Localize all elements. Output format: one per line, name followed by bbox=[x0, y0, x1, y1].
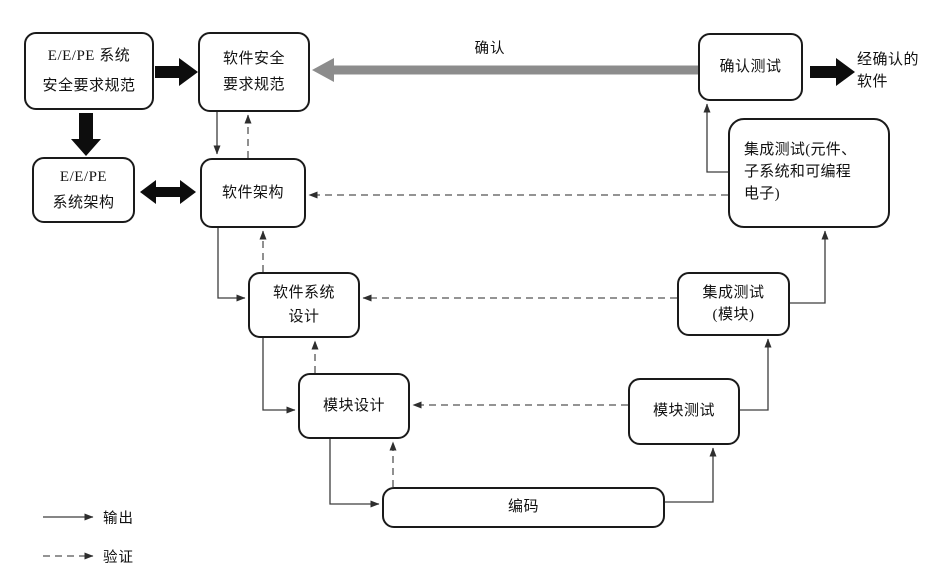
box-integration-test-module: 集成测试 (模块) bbox=[677, 272, 790, 336]
box-label: 集成测试 bbox=[702, 284, 765, 301]
box-label: 编码 bbox=[507, 499, 539, 516]
box-sys-safety-requirements: E/E/PE 系统 安全要求规范 bbox=[24, 32, 154, 110]
connector-moduletest-to-integrationmodule bbox=[740, 338, 772, 411]
validated-software-line: 经确认的 bbox=[857, 52, 920, 68]
box-label: E/E/PE 系统 bbox=[47, 48, 131, 64]
block-arrow-validationtest-to-software bbox=[810, 58, 855, 86]
box-label: 设计 bbox=[288, 309, 320, 325]
box-integration-test-pe: 集成测试(元件、 子系统和可编程 电子) bbox=[728, 118, 890, 228]
box-label: 确认测试 bbox=[719, 58, 782, 75]
box-sw-architecture: 软件架构 bbox=[200, 158, 306, 228]
box-module-design: 模块设计 bbox=[298, 373, 410, 439]
box-label: 要求规范 bbox=[222, 77, 285, 93]
box-coding: 编码 bbox=[382, 487, 665, 528]
box-label: 安全要求规范 bbox=[42, 78, 136, 94]
legend-output-label: 输出 bbox=[103, 511, 134, 527]
validated-software-text: 经确认的 软件 bbox=[857, 50, 919, 94]
block-arrow-syssrs-to-swsrs bbox=[155, 58, 198, 86]
connector-integrationpe-to-validationtest bbox=[703, 103, 728, 173]
connector-integrationmodule-to-integrationpe bbox=[790, 230, 829, 304]
connector-swarch-to-swsysdesign bbox=[217, 228, 246, 302]
box-validation-test: 确认测试 bbox=[698, 33, 803, 101]
legend-verification-label: 验证 bbox=[103, 550, 134, 566]
connector-coding-to-moduletest bbox=[665, 447, 717, 503]
box-label: 软件架构 bbox=[221, 184, 284, 201]
connector-swsysdesign-to-moduledesign bbox=[262, 338, 296, 414]
connector-moduledesign-to-coding bbox=[329, 439, 380, 508]
box-module-test: 模块测试 bbox=[628, 378, 740, 445]
box-label: 电子) bbox=[744, 185, 780, 202]
validated-software-line: 软件 bbox=[857, 73, 889, 90]
box-label: 子系统和可编程 bbox=[744, 164, 852, 181]
box-label: 集成测试(元件、 bbox=[744, 142, 857, 159]
box-label: 软件安全 bbox=[222, 50, 285, 67]
box-sw-system-design: 软件系统 设计 bbox=[248, 272, 360, 338]
box-sys-architecture: E/E/PE 系统架构 bbox=[32, 157, 135, 223]
block-arrow-sysarch-swarch-bidirectional bbox=[140, 180, 196, 204]
box-label: 模块设计 bbox=[322, 397, 385, 414]
block-arrow-syssrs-to-sysarch bbox=[71, 113, 101, 156]
box-label: 模块测试 bbox=[652, 403, 715, 420]
validation-arrow-label: 确认 bbox=[474, 41, 506, 57]
box-label: (模块) bbox=[712, 307, 755, 323]
box-label: 系统架构 bbox=[52, 195, 115, 211]
box-sw-safety-requirements: 软件安全 要求规范 bbox=[198, 32, 310, 112]
box-label: E/E/PE bbox=[59, 168, 108, 185]
box-label: 软件系统 bbox=[272, 285, 335, 301]
validation-gray-arrow bbox=[312, 58, 698, 82]
